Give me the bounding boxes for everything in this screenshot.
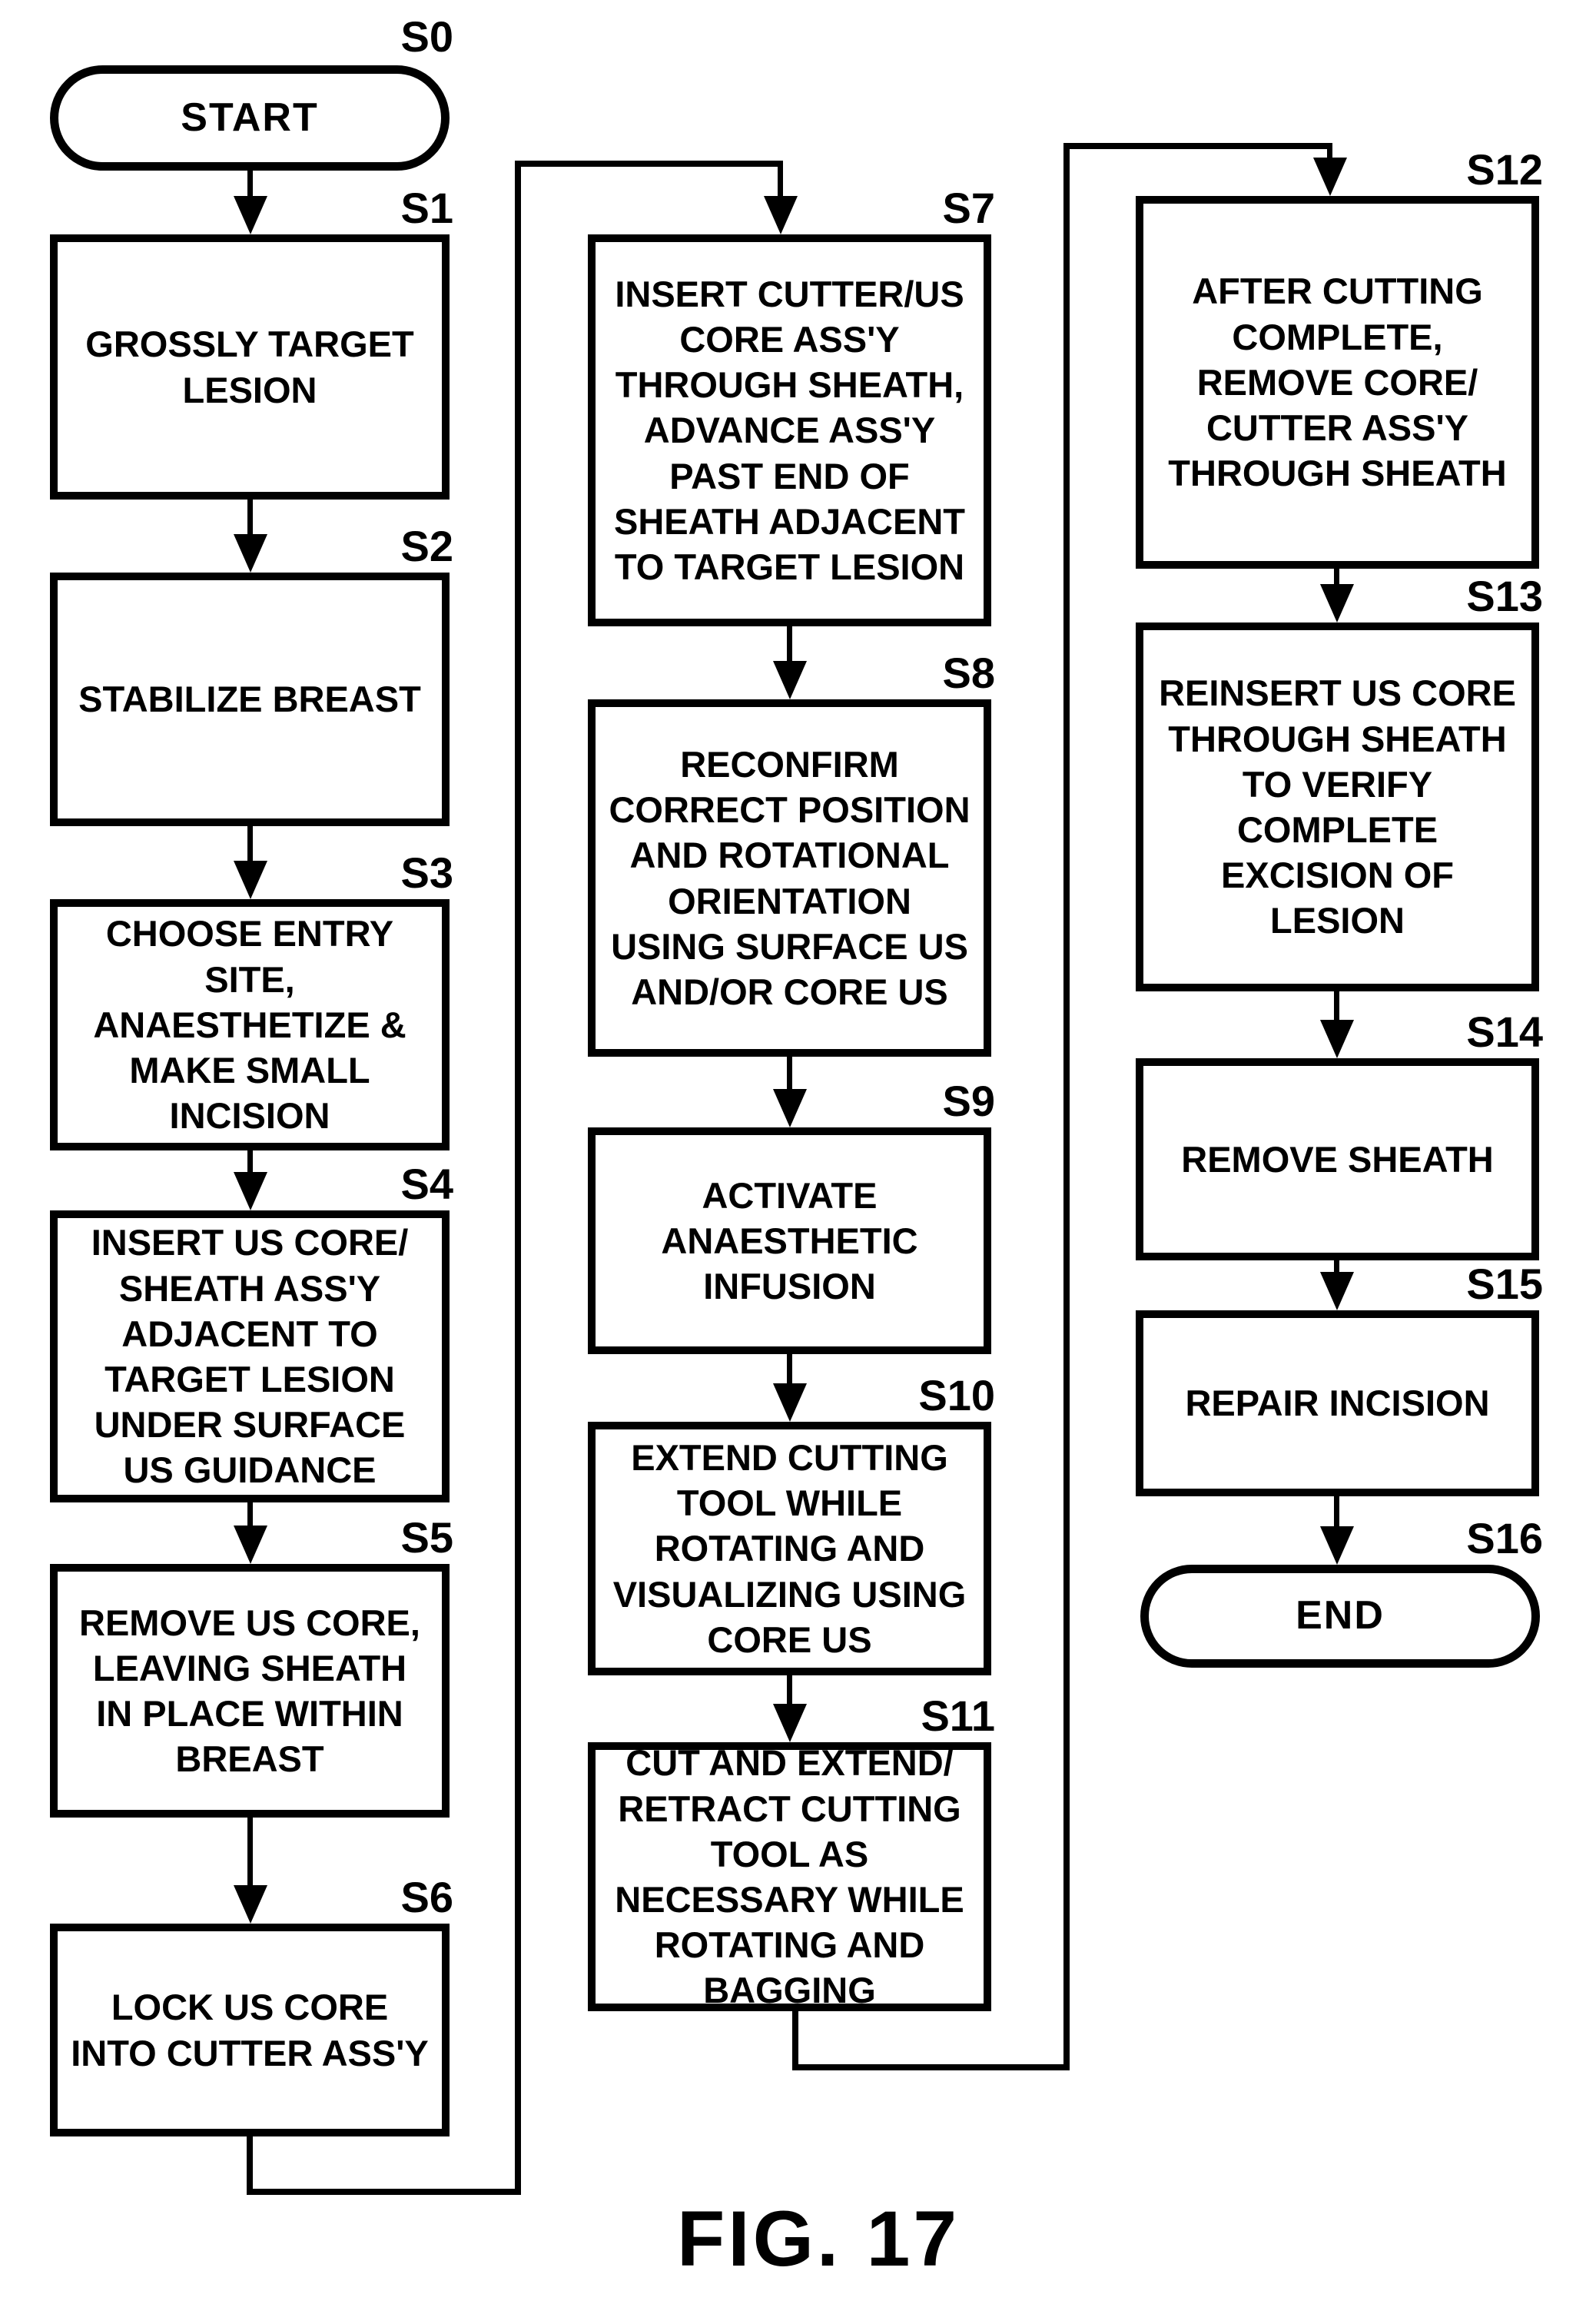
arrow-s1-s2 xyxy=(247,500,253,539)
node-s5-label: REMOVE US CORE, LEAVING SHEATH IN PLACE … xyxy=(79,1602,420,1780)
arrow-s5-s6 xyxy=(247,1818,253,1890)
step-tag-s15: S15 xyxy=(1466,1260,1543,1308)
node-s6-label: LOCK US CORE INTO CUTTER ASS'Y xyxy=(71,1987,429,2073)
node-s10: EXTEND CUTTING TOOL WHILE ROTATING AND V… xyxy=(588,1422,991,1675)
node-s2-label: STABILIZE BREAST xyxy=(78,679,421,720)
node-s3: CHOOSE ENTRY SITE, ANAESTHETIZE & MAKE S… xyxy=(50,899,450,1150)
node-s13-label: REINSERT US CORE THROUGH SHEATH TO VERIF… xyxy=(1159,672,1516,941)
figure-caption: FIG. 17 xyxy=(676,2195,961,2282)
connector-s6-s7-riser xyxy=(515,161,521,2195)
arrow-s12-s13 xyxy=(1334,569,1339,589)
step-tag-s0: S0 xyxy=(400,12,454,61)
node-s2: STABILIZE BREAST xyxy=(50,573,450,826)
connector-s6-s7-stub xyxy=(247,2136,253,2195)
arrow-into-s12 xyxy=(1327,146,1332,162)
step-tag-s4: S4 xyxy=(400,1160,454,1208)
node-s0-label: START xyxy=(181,95,319,140)
step-tag-s6: S6 xyxy=(400,1873,454,1921)
step-tag-s5: S5 xyxy=(400,1513,454,1562)
node-s8: RECONFIRM CORRECT POSITION AND ROTATIONA… xyxy=(588,699,991,1057)
connector-s6-s7-bottom xyxy=(247,2189,521,2195)
node-s15-label: REPAIR INCISION xyxy=(1185,1383,1490,1424)
step-tag-s11: S11 xyxy=(921,1692,995,1740)
node-s1-label: GROSSLY TARGET LESION xyxy=(85,324,414,410)
node-s14-label: REMOVE SHEATH xyxy=(1181,1138,1494,1180)
step-tag-s7: S7 xyxy=(942,184,996,232)
step-tag-s10: S10 xyxy=(918,1371,995,1419)
node-s5: REMOVE US CORE, LEAVING SHEATH IN PLACE … xyxy=(50,1564,450,1818)
arrow-s4-s5 xyxy=(247,1502,253,1530)
node-s11: CUT AND EXTEND/ RETRACT CUTTING TOOL AS … xyxy=(588,1742,991,2011)
step-tag-s2: S2 xyxy=(400,522,454,570)
step-tag-s14: S14 xyxy=(1466,1008,1543,1056)
arrow-s14-s15 xyxy=(1334,1260,1339,1277)
node-s12: AFTER CUTTING COMPLETE, REMOVE CORE/ CUT… xyxy=(1136,196,1539,569)
step-tag-s13: S13 xyxy=(1466,572,1543,620)
step-tag-s3: S3 xyxy=(400,848,454,897)
node-s12-label: AFTER CUTTING COMPLETE, REMOVE CORE/ CUT… xyxy=(1168,271,1507,494)
step-tag-s16: S16 xyxy=(1466,1514,1543,1562)
node-s16-end: END xyxy=(1140,1565,1540,1668)
node-s16-label: END xyxy=(1296,1593,1385,1638)
node-s15: REPAIR INCISION xyxy=(1136,1310,1539,1496)
step-tag-s1: S1 xyxy=(400,184,454,232)
arrow-s3-s4 xyxy=(247,1149,253,1177)
arrow-s13-s14 xyxy=(1334,991,1339,1024)
arrow-s7-s8 xyxy=(787,626,792,666)
step-tag-s9: S9 xyxy=(942,1077,996,1125)
node-s4: INSERT US CORE/ SHEATH ASS'Y ADJACENT TO… xyxy=(50,1210,450,1502)
connector-s6-s7-top xyxy=(515,161,783,167)
step-tag-s12: S12 xyxy=(1466,145,1543,194)
node-s11-label: CUT AND EXTEND/ RETRACT CUTTING TOOL AS … xyxy=(615,1742,964,2011)
arrow-s8-s9 xyxy=(787,1057,792,1094)
arrow-into-s7 xyxy=(778,164,783,201)
arrow-s9-s10 xyxy=(787,1354,792,1388)
connector-s11-s12-riser xyxy=(1063,143,1070,2070)
node-s9-label: ACTIVATE ANAESTHETIC INFUSION xyxy=(661,1174,918,1307)
connector-s11-s12-bottom xyxy=(792,2064,1070,2070)
node-s7-label: INSERT CUTTER/US CORE ASS'Y THROUGH SHEA… xyxy=(614,273,965,588)
connector-s11-s12-top xyxy=(1063,143,1332,149)
arrow-s2-s3 xyxy=(247,826,253,865)
node-s3-label: CHOOSE ENTRY SITE, ANAESTHETIZE & MAKE S… xyxy=(93,913,406,1137)
node-s6: LOCK US CORE INTO CUTTER ASS'Y xyxy=(50,1924,450,2136)
node-s8-label: RECONFIRM CORRECT POSITION AND ROTATIONA… xyxy=(609,743,971,1012)
node-s0-start: START xyxy=(50,65,450,171)
node-s7: INSERT CUTTER/US CORE ASS'Y THROUGH SHEA… xyxy=(588,234,991,626)
arrow-s0-s1 xyxy=(247,169,253,201)
node-s1: GROSSLY TARGET LESION xyxy=(50,234,450,500)
arrow-s10-s11 xyxy=(787,1675,792,1708)
node-s13: REINSERT US CORE THROUGH SHEATH TO VERIF… xyxy=(1136,622,1539,991)
node-s14: REMOVE SHEATH xyxy=(1136,1058,1539,1260)
node-s4-label: INSERT US CORE/ SHEATH ASS'Y ADJACENT TO… xyxy=(91,1222,409,1491)
arrow-s15-s16 xyxy=(1334,1496,1339,1531)
node-s10-label: EXTEND CUTTING TOOL WHILE ROTATING AND V… xyxy=(612,1436,967,1660)
connector-s11-s12-stub xyxy=(792,2011,798,2070)
node-s9: ACTIVATE ANAESTHETIC INFUSION xyxy=(588,1127,991,1354)
step-tag-s8: S8 xyxy=(942,649,996,697)
